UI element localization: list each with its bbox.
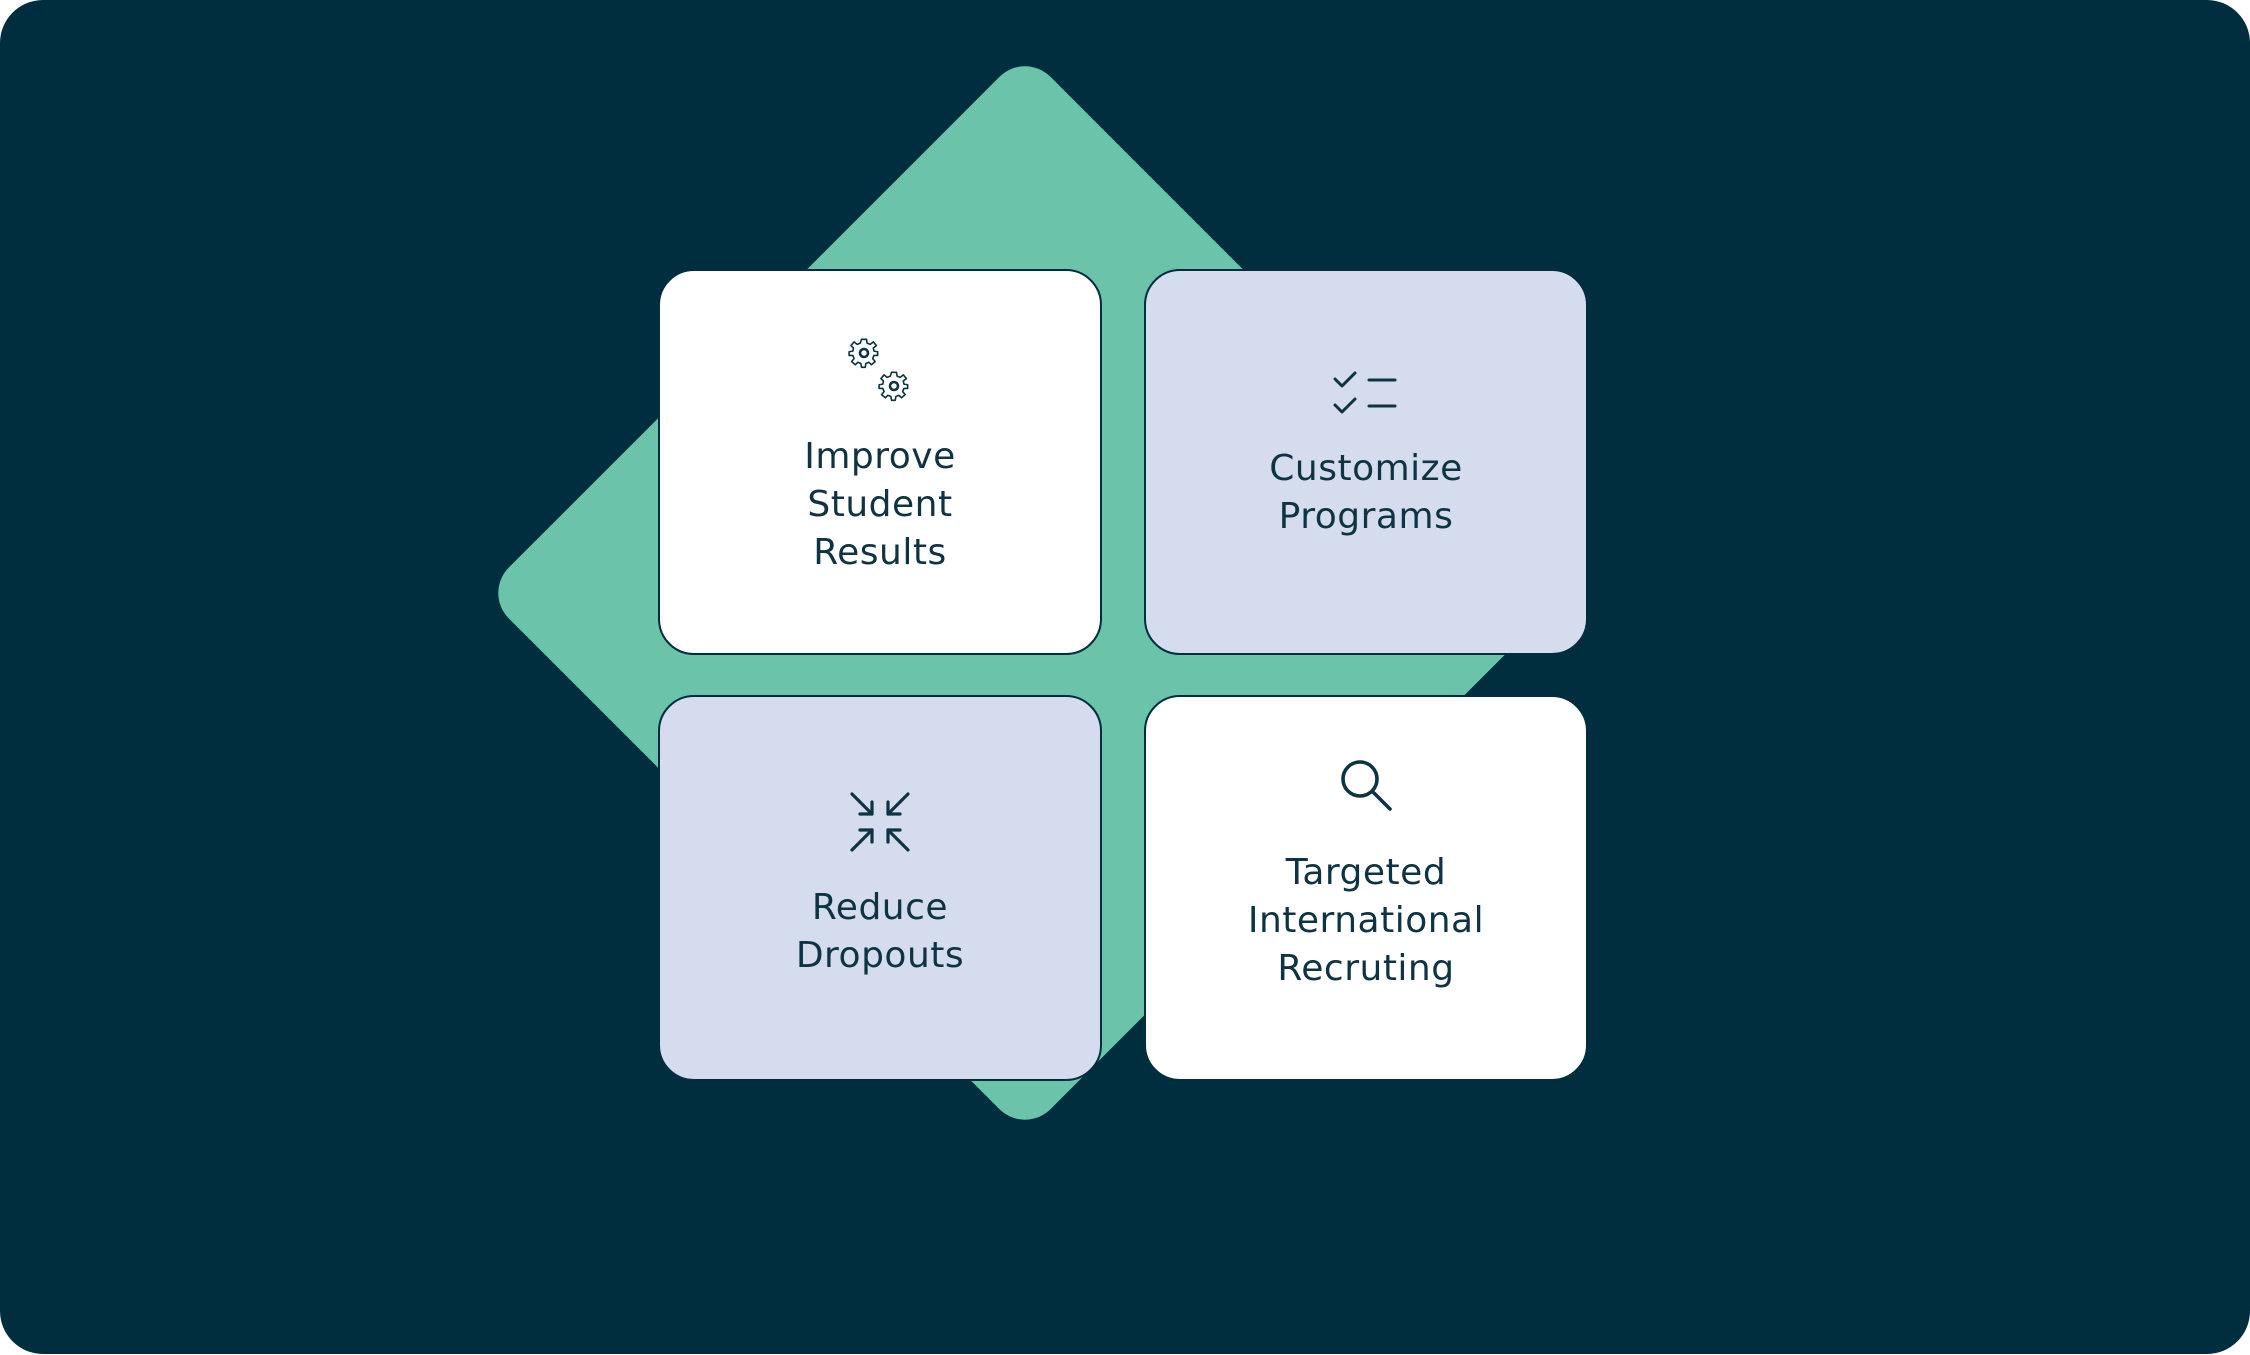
checklist-icon [1331,369,1401,419]
card-improve-student-results: Improve Student Results [658,269,1102,655]
search-icon [1338,757,1394,813]
card-label: Reduce Dropouts [795,887,965,976]
card-customize-programs: Customize Programs [1144,269,1588,655]
card-targeted-international-recruting: Targeted International Recruting [1144,695,1588,1081]
card-label: Targeted International Recruting [1247,852,1485,989]
card-label: Improve Student Results [804,436,956,573]
card-reduce-dropouts: Reduce Dropouts [658,695,1102,1081]
card-label: Customize Programs [1269,448,1463,537]
collapse-arrows-icon [848,790,912,854]
gears-icon [840,331,920,411]
